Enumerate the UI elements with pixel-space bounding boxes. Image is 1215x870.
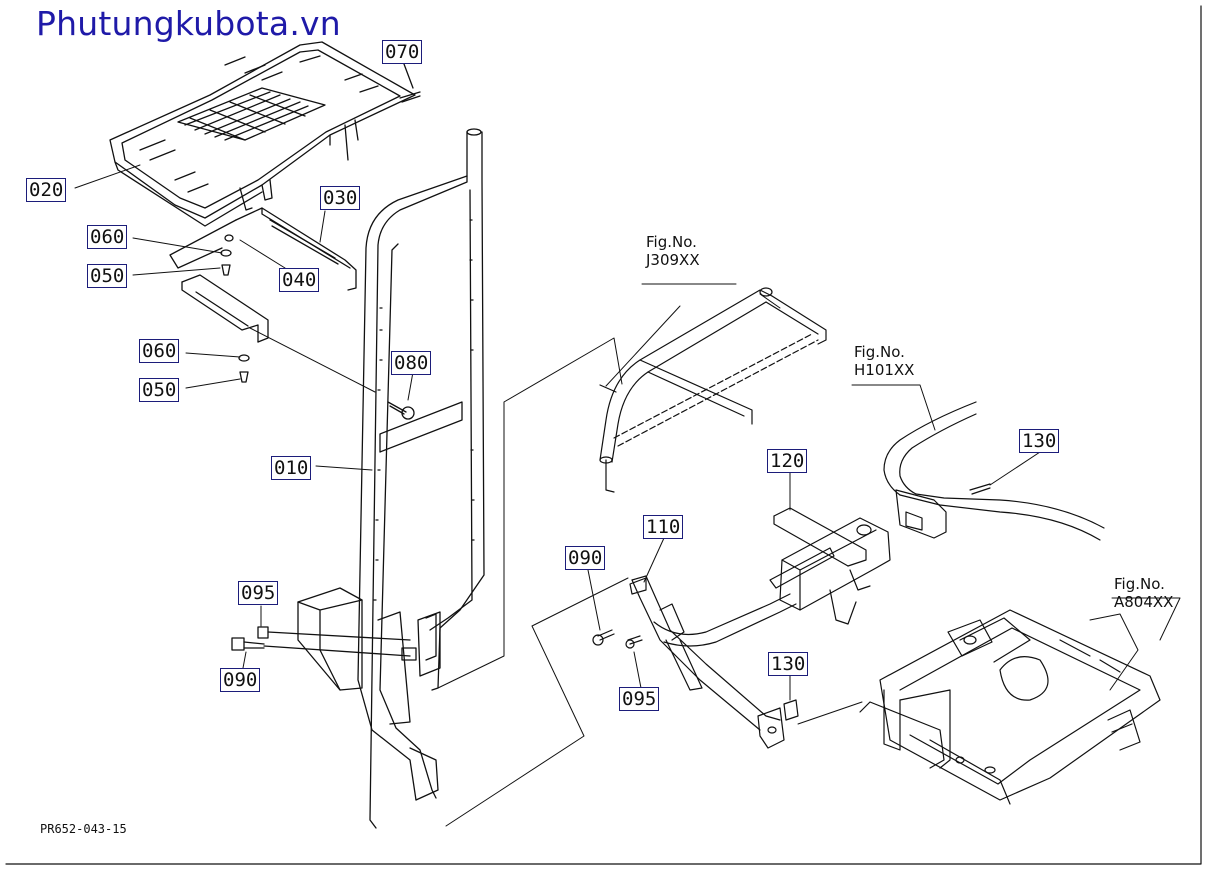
part-callout-130[interactable]: 130: [1019, 429, 1060, 453]
part-callout-120[interactable]: 120: [767, 449, 808, 473]
figure-ref-code: J309XX: [646, 251, 700, 269]
part-callout-050[interactable]: 050: [139, 378, 180, 402]
assembly-ref-J309: [600, 284, 826, 492]
figure-ref-prefix: Fig.No.: [854, 343, 905, 361]
bracket-part-120: [770, 508, 890, 624]
bracket-part-030: [170, 208, 356, 290]
drawing-border: [6, 6, 1201, 864]
bolts-left: [232, 627, 416, 660]
figure-ref-code: A804XX: [1114, 593, 1174, 611]
part-callout-020[interactable]: 020: [26, 178, 67, 202]
bracket-lower: [182, 275, 268, 382]
part-callout-080[interactable]: 080: [391, 351, 432, 375]
part-callout-095[interactable]: 095: [238, 581, 279, 605]
figure-ref-prefix: Fig.No.: [1114, 575, 1165, 593]
bolt-part-080: [388, 402, 414, 419]
assembly-ref-H101: [852, 385, 1104, 540]
part-callout-060[interactable]: 060: [87, 225, 128, 249]
part-callout-010[interactable]: 010: [271, 456, 312, 480]
drawing-code: PR652-043-15: [40, 822, 127, 836]
part-callout-040[interactable]: 040: [279, 268, 320, 292]
figure-ref-a804[interactable]: Fig.No. A804XX: [1114, 575, 1173, 611]
part-callout-095[interactable]: 095: [619, 687, 660, 711]
screw-part-070: [400, 64, 420, 102]
site-watermark: Phutungkubota.vn: [36, 4, 341, 43]
assembly-ref-A804: [860, 598, 1180, 804]
figure-ref-j309[interactable]: Fig.No. J309XX: [646, 233, 700, 269]
figure-ref-code: H101XX: [854, 361, 915, 379]
frame-part-110: [593, 576, 798, 748]
hardware-upper: [221, 235, 233, 275]
part-callout-110[interactable]: 110: [643, 515, 684, 539]
frame-part-010: [298, 129, 484, 828]
part-callout-070[interactable]: 070: [382, 40, 423, 64]
assembly-bracket-lines: [438, 338, 628, 826]
part-callout-050[interactable]: 050: [87, 264, 128, 288]
part-callout-090[interactable]: 090: [220, 668, 261, 692]
part-callout-060[interactable]: 060: [139, 339, 180, 363]
figure-ref-h101[interactable]: Fig.No. H101XX: [854, 343, 914, 379]
figure-ref-prefix: Fig.No.: [646, 233, 697, 251]
tray-part-020: [110, 42, 415, 226]
part-callout-130[interactable]: 130: [768, 652, 809, 676]
leader-lines: [75, 165, 1040, 724]
part-callout-030[interactable]: 030: [320, 186, 361, 210]
part-callout-090[interactable]: 090: [565, 546, 606, 570]
